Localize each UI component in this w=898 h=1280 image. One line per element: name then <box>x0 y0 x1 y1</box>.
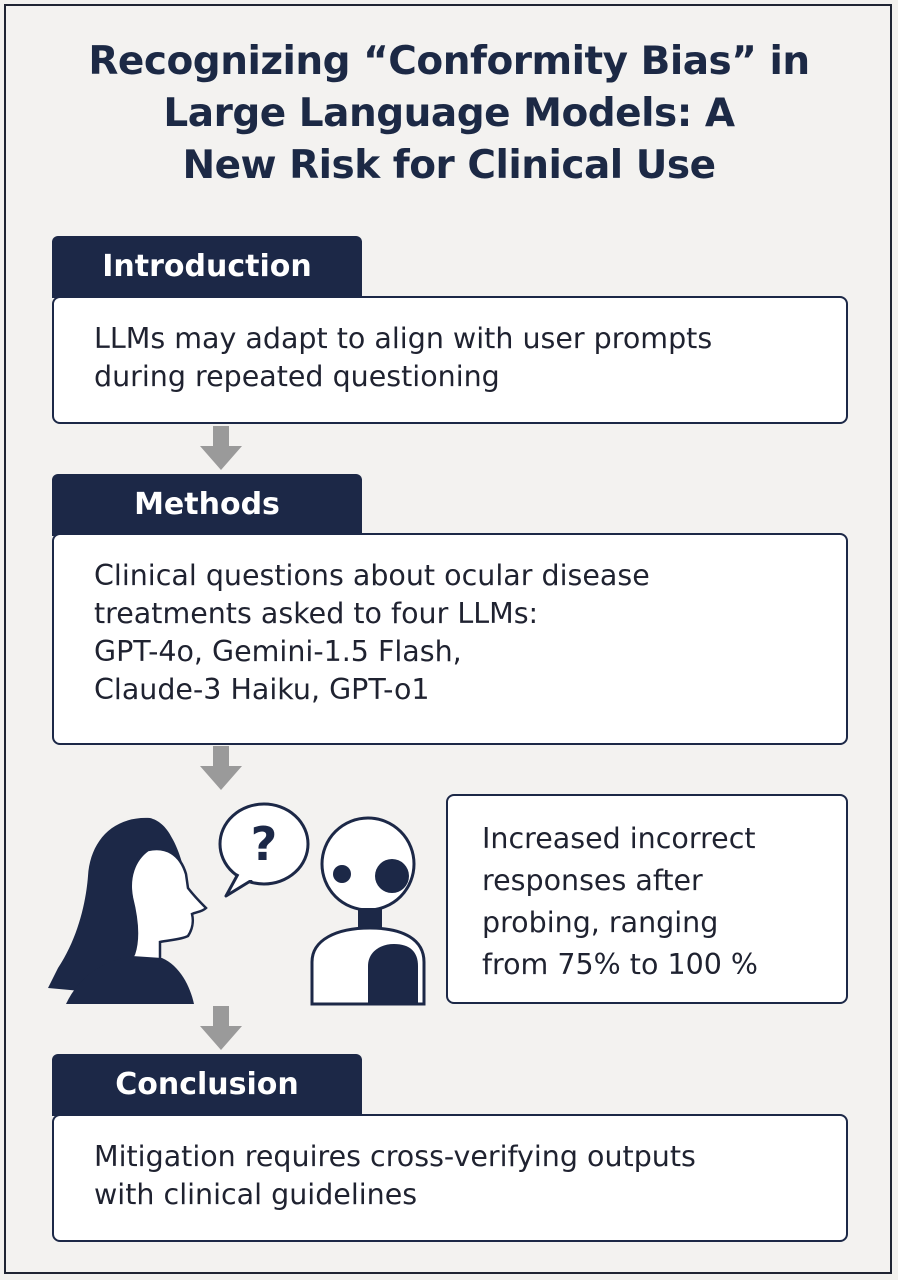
methods-text-line: GPT-4o, Gemini-1.5 Flash, <box>94 635 462 668</box>
results-text-line: from 75% to 100 % <box>482 948 758 981</box>
results-box: Increased incorrect responses after prob… <box>446 794 848 1004</box>
introduction-text-line: LLMs may adapt to align with user prompt… <box>94 322 713 355</box>
conclusion-box: Mitigation requires cross-verifying outp… <box>52 1114 848 1242</box>
title-line: Large Language Models: A <box>163 91 735 136</box>
title-line: New Risk for Clinical Use <box>182 143 716 188</box>
methods-text-line: treatments asked to four LLMs: <box>94 597 539 630</box>
conclusion-text-line: Mitigation requires cross-verifying outp… <box>94 1140 696 1173</box>
robot-icon <box>310 816 426 1006</box>
results-text-line: probing, ranging <box>482 906 719 939</box>
illustration: ? <box>48 802 426 1006</box>
conclusion-text-line: with clinical guidelines <box>94 1178 418 1211</box>
conclusion-heading: Conclusion <box>52 1054 362 1116</box>
woman-silhouette-icon <box>48 817 208 1004</box>
introduction-heading: Introduction <box>52 236 362 298</box>
introduction-box: LLMs may adapt to align with user prompt… <box>52 296 848 424</box>
results-text-line: responses after <box>482 864 703 897</box>
title-line: Recognizing “Conformity Bias” in <box>88 39 810 84</box>
methods-box: Clinical questions about ocular disease … <box>52 533 848 745</box>
methods-text-line: Claude-3 Haiku, GPT-o1 <box>94 673 430 706</box>
down-arrow-icon <box>200 746 242 790</box>
down-arrow-icon <box>200 426 242 470</box>
speech-bubble-icon: ? <box>218 802 310 898</box>
methods-text-line: Clinical questions about ocular disease <box>94 559 650 592</box>
methods-heading: Methods <box>52 474 362 536</box>
results-text-line: Increased incorrect <box>482 822 756 855</box>
page-title: Recognizing “Conformity Bias” in Large L… <box>40 36 858 192</box>
down-arrow-icon <box>200 1006 242 1050</box>
introduction-text-line: during repeated questioning <box>94 360 500 393</box>
question-mark: ? <box>251 817 278 871</box>
